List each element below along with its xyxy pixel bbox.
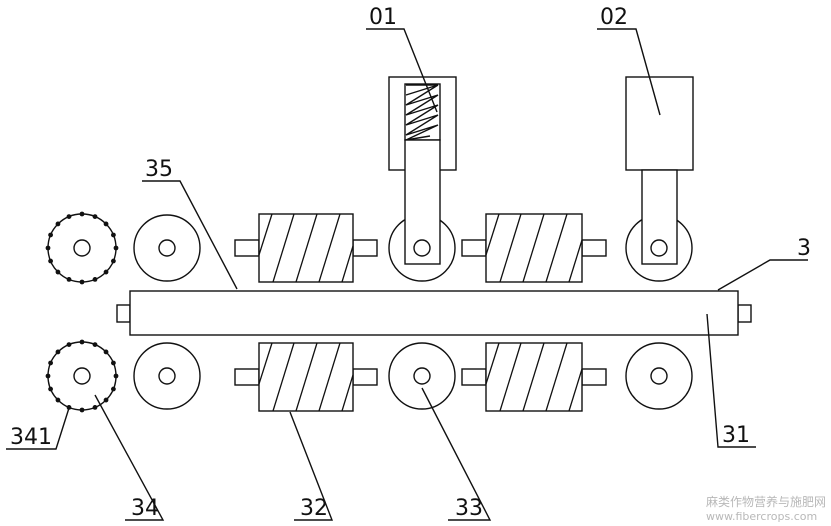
roller-stud [45,373,51,379]
roller-stud [55,349,61,355]
watermark-line2: www.fibercrops.com [706,510,817,523]
label-35: 35 [145,157,173,182]
roller-stud [66,405,72,410]
roller-stud [111,232,116,238]
roller-stud [48,360,53,366]
roller-stud [55,221,61,227]
roller-stud [111,360,116,366]
part-labels: 01 02 35 3 31 341 34 32 33 [10,5,811,521]
spiral-roller-top-1 [234,213,378,283]
roller-stud [55,397,61,403]
roller-stud [48,258,53,264]
roller-stud [111,386,116,392]
feed-bar [116,290,752,336]
roller-stud [92,405,98,410]
plain-roller-bottom-1 [133,342,201,410]
label-33: 33 [455,496,483,521]
spring-pressure-unit-01 [388,76,457,282]
roller-stud [103,349,109,355]
spiral-roller-top-2 [461,213,607,283]
roller-stud [92,277,98,282]
roller-stud [66,277,72,282]
label-341: 341 [10,425,52,450]
roller-stud [103,221,109,227]
plain-roller-top-1 [133,214,201,282]
spiral-roller-bottom-32 [234,342,378,412]
roller-stud [113,373,119,379]
label-02: 02 [600,5,628,30]
plain-roller-bottom-right [625,342,693,410]
roller-stud [103,269,109,275]
roller-stud [66,342,72,347]
roller-stud [111,258,116,264]
roller-stud [92,342,98,347]
spiral-roller-bottom-2 [461,342,607,412]
cylinder-pressure-unit-02 [625,76,694,282]
watermark: 麻类作物营养与施肥网 www.fibercrops.com [706,494,826,523]
roller-stud [45,245,51,251]
roller-stud [79,279,85,285]
roller-stud [79,407,85,413]
label-34: 34 [131,496,159,521]
roller-stud [48,232,53,238]
studded-roller-top [45,211,119,285]
plain-roller-bottom-33 [388,342,456,410]
roller-stud [66,214,72,219]
roller-stud [92,214,98,219]
roller-stud [48,386,53,392]
label-31: 31 [722,423,750,448]
studded-roller-bottom [45,339,119,413]
roller-stud [79,211,85,217]
leader-lines [6,28,808,521]
roller-stud [113,245,119,251]
roller-stud [103,397,109,403]
roller-stud [55,269,61,275]
label-01: 01 [369,5,397,30]
roller-stud [79,339,85,345]
watermark-line1: 麻类作物营养与施肥网 [706,494,826,509]
label-32: 32 [300,496,328,521]
label-3: 3 [797,236,811,261]
